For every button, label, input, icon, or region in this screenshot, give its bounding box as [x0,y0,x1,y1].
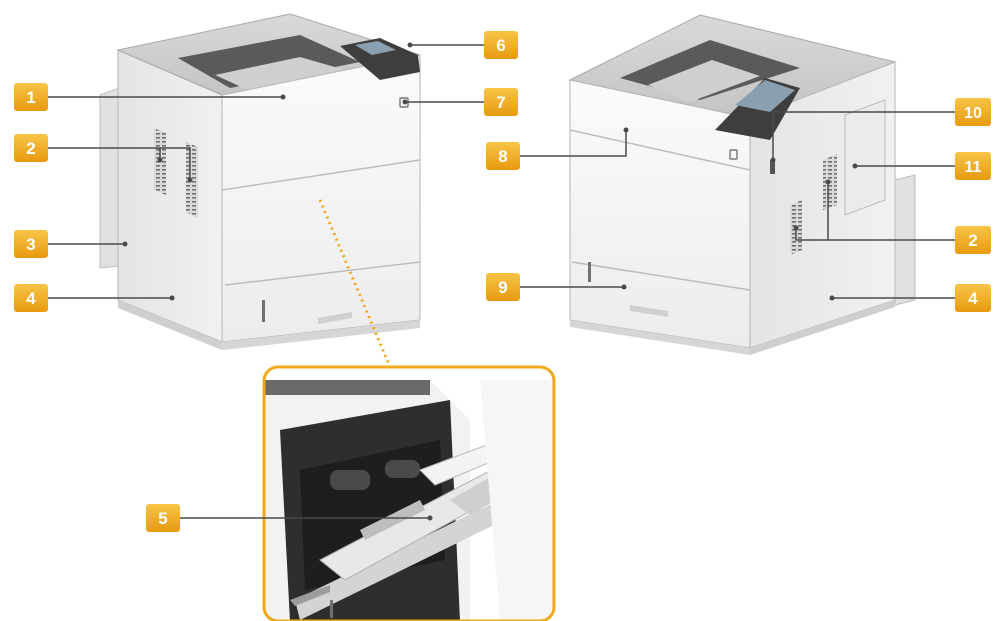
callout-badge-1: 1 [14,83,48,111]
callout-label: 7 [496,93,505,112]
callout-label: 4 [968,289,978,308]
callout-badge-4-right: 4 [955,284,991,312]
printer-right-view [568,14,916,355]
callout-label: 1 [26,88,35,107]
printer-left-view [99,13,421,350]
callout-badge-8: 8 [486,142,520,170]
manual-feed-detail [262,365,556,621]
callout-label: 6 [496,36,505,55]
leader-lines [48,42,955,521]
callout-label: 10 [964,105,982,122]
power-button-right [729,149,738,160]
drawer-handle-right [630,305,668,317]
front-panel [221,54,421,343]
front-panel-right [569,79,751,349]
detail-leader-dotted [318,199,392,368]
rear-cover-panel [844,99,886,216]
callout-badges: 1 2 3 4 5 6 7 8 [14,31,991,532]
callout-badge-2: 2 [14,134,48,162]
detail-frame [262,365,556,621]
multi-purpose-tray [295,480,545,620]
callout-badge-4: 4 [14,284,48,312]
callout-badge-6: 6 [484,31,518,59]
callout-label: 9 [498,278,507,297]
callout-label: 8 [498,147,507,166]
usb-port [770,160,775,174]
callout-label: 5 [158,509,167,528]
callout-badge-3: 3 [14,230,48,258]
callout-badge-9: 9 [486,273,520,301]
callout-badge-10: 10 [955,98,991,126]
leader-8 [520,130,627,157]
operation-panel [340,38,420,80]
callout-label: 4 [26,289,36,308]
leader-2-right [795,228,955,241]
callout-label: 11 [965,159,982,176]
callout-badge-7: 7 [484,88,518,116]
paper-level-indicator [262,300,265,322]
callout-label: 2 [26,139,35,158]
leader-2-left [48,147,191,180]
callout-badge-5: 5 [146,504,180,532]
callout-label: 3 [26,235,35,254]
callout-badge-11: 11 [955,152,991,180]
leader-10 [772,111,955,160]
drawer-handle [318,312,352,324]
callout-badge-2-right: 2 [955,226,991,254]
callout-label: 2 [968,231,977,250]
